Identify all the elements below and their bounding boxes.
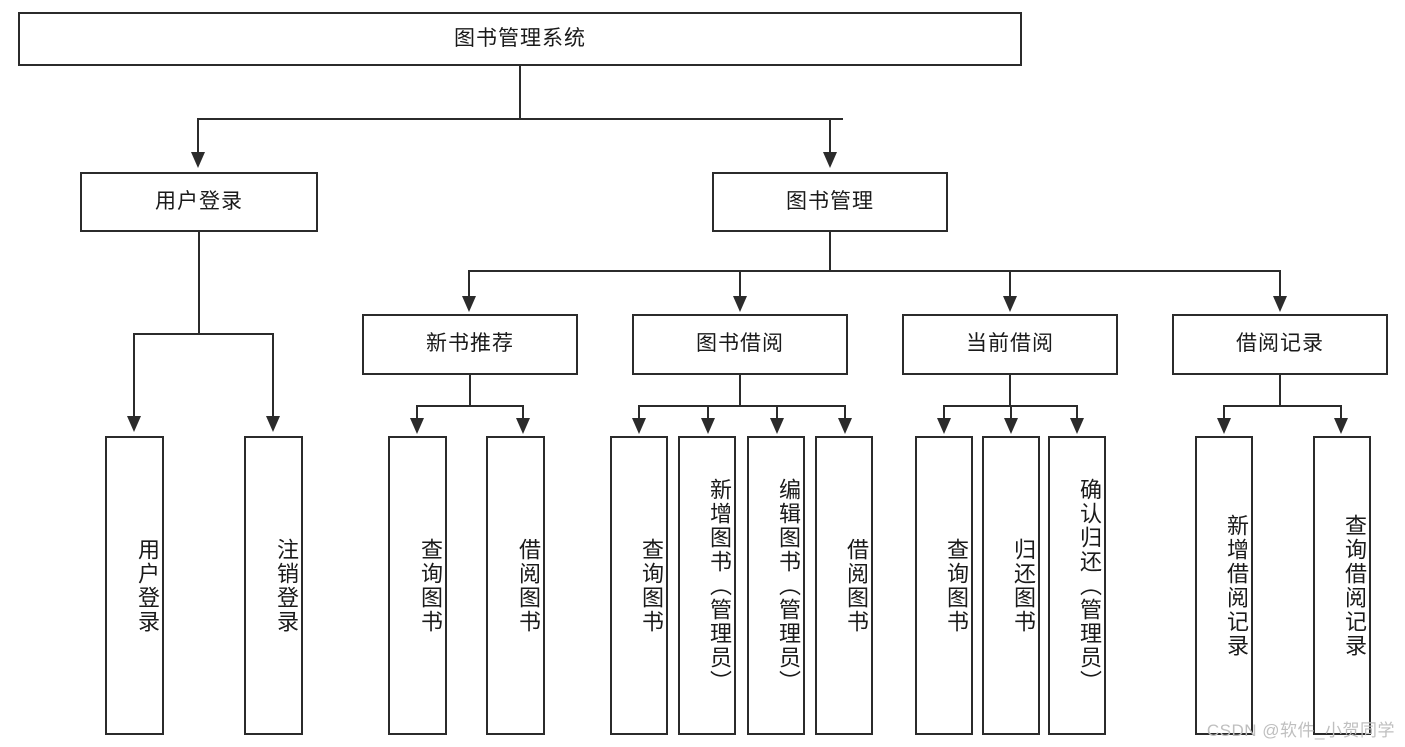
leaf-label: 新增图书（管理员） (707, 477, 732, 694)
edge-current-borrow-stem (1009, 375, 1011, 406)
arrow-borrow-record-to-leaf-1 (1217, 418, 1231, 434)
leaf-label: 查询图书 (944, 537, 969, 634)
edge-book-borrow-to-leaf-2 (707, 405, 709, 419)
edge-user-login-stem (198, 232, 200, 334)
arrow-current-borrow-to-leaf-1 (937, 418, 951, 434)
node-root-book-management-system[interactable]: 图书管理系统 (18, 12, 1022, 66)
leaf-label: 借阅图书 (516, 537, 541, 634)
arrow-borrow-record-to-leaf-2 (1334, 418, 1348, 434)
node-label: 图书管理系统 (454, 26, 586, 50)
leaf-new-book-query-book[interactable]: 查询图书 (388, 436, 447, 735)
arrow-book-borrow-to-leaf-1 (632, 418, 646, 434)
leaf-label: 编辑图书（管理员） (776, 477, 801, 694)
edge-borrow-record-to-leaf-1 (1223, 405, 1225, 419)
edge-borrow-record-to-leaf-2 (1340, 405, 1342, 419)
leaf-user-login-login[interactable]: 用户登录 (105, 436, 164, 735)
edge-current-borrow-to-leaf-3 (1076, 405, 1078, 419)
edge-bm-to-borrow-record (1279, 270, 1281, 297)
edge-root-distribution-bar (197, 118, 843, 120)
leaf-label: 确认归还（管理员） (1077, 477, 1102, 694)
edge-borrow-record-stem (1279, 375, 1281, 406)
leaf-current-borrow-query-book[interactable]: 查询图书 (915, 436, 973, 735)
arrow-user-login-to-leaf-2 (266, 416, 280, 432)
arrow-current-borrow-to-leaf-3 (1070, 418, 1084, 434)
arrow-bm-to-borrow-record (1273, 296, 1287, 312)
edge-book-management-bar (468, 270, 1280, 272)
node-label: 当前借阅 (966, 332, 1054, 356)
edge-book-borrow-bar (638, 405, 846, 407)
leaf-user-login-logout[interactable]: 注销登录 (244, 436, 303, 735)
edge-root-stem (519, 66, 521, 119)
edge-user-login-bar (133, 333, 274, 335)
edge-new-book-stem (469, 375, 471, 406)
leaf-borrow-record-add-record[interactable]: 新增借阅记录 (1195, 436, 1253, 735)
edge-new-book-to-leaf-2 (522, 405, 524, 419)
node-label: 借阅记录 (1236, 332, 1324, 356)
leaf-book-borrow-add-book-admin[interactable]: 新增图书（管理员） (678, 436, 736, 735)
arrow-user-login-to-leaf-1 (127, 416, 141, 432)
arrow-root-to-user-login (191, 152, 205, 168)
leaf-book-borrow-query-book[interactable]: 查询图书 (610, 436, 668, 735)
edge-current-borrow-to-leaf-2 (1010, 405, 1012, 419)
leaf-label: 归还图书 (1011, 537, 1036, 634)
edge-user-login-to-leaf-2 (272, 333, 274, 417)
edge-new-book-bar (416, 405, 524, 407)
edge-book-borrow-to-leaf-1 (638, 405, 640, 419)
node-label: 用户登录 (155, 189, 243, 213)
edge-root-to-user-login (197, 118, 199, 154)
edge-current-borrow-to-leaf-1 (943, 405, 945, 419)
leaf-current-borrow-confirm-return-admin[interactable]: 确认归还（管理员） (1048, 436, 1106, 735)
edge-book-borrow-to-leaf-3 (776, 405, 778, 419)
leaf-label: 查询借阅记录 (1342, 513, 1367, 658)
edge-new-book-to-leaf-1 (416, 405, 418, 419)
edge-bm-to-book-borrow (739, 270, 741, 297)
node-label: 图书管理 (786, 189, 874, 213)
leaf-book-borrow-borrow-book[interactable]: 借阅图书 (815, 436, 873, 735)
arrow-bm-to-new-book (462, 296, 476, 312)
arrow-root-to-book-management (823, 152, 837, 168)
arrow-book-borrow-to-leaf-4 (838, 418, 852, 434)
arrow-bm-to-current-borrow (1003, 296, 1017, 312)
arrow-new-book-to-leaf-1 (410, 418, 424, 434)
leaf-new-book-borrow-book[interactable]: 借阅图书 (486, 436, 545, 735)
arrow-bm-to-book-borrow (733, 296, 747, 312)
edge-borrow-record-bar (1223, 405, 1341, 407)
leaf-book-borrow-edit-book-admin[interactable]: 编辑图书（管理员） (747, 436, 805, 735)
node-borrow-record[interactable]: 借阅记录 (1172, 314, 1388, 375)
edge-bm-to-new-book (468, 270, 470, 297)
leaf-label: 查询图书 (418, 537, 443, 634)
leaf-label: 注销登录 (274, 537, 299, 634)
leaf-borrow-record-query-record[interactable]: 查询借阅记录 (1313, 436, 1371, 735)
edge-book-borrow-stem (739, 375, 741, 406)
arrow-book-borrow-to-leaf-2 (701, 418, 715, 434)
node-label: 图书借阅 (696, 332, 784, 356)
node-label: 新书推荐 (426, 332, 514, 356)
edge-book-borrow-to-leaf-4 (844, 405, 846, 419)
arrow-book-borrow-to-leaf-3 (770, 418, 784, 434)
arrow-new-book-to-leaf-2 (516, 418, 530, 434)
edge-user-login-to-leaf-1 (133, 333, 135, 417)
edge-book-management-stem (829, 232, 831, 272)
leaf-label: 用户登录 (135, 537, 160, 634)
node-user-login[interactable]: 用户登录 (80, 172, 318, 232)
leaf-label: 查询图书 (639, 537, 664, 634)
leaf-label: 借阅图书 (844, 537, 869, 634)
leaf-label: 新增借阅记录 (1224, 513, 1249, 658)
node-new-book-recommend[interactable]: 新书推荐 (362, 314, 578, 375)
edge-root-to-book-management (829, 118, 831, 154)
node-book-management[interactable]: 图书管理 (712, 172, 948, 232)
edge-bm-to-current-borrow (1009, 270, 1011, 297)
node-current-borrow[interactable]: 当前借阅 (902, 314, 1118, 375)
leaf-current-borrow-return-book[interactable]: 归还图书 (982, 436, 1040, 735)
arrow-current-borrow-to-leaf-2 (1004, 418, 1018, 434)
node-book-borrow[interactable]: 图书借阅 (632, 314, 848, 375)
